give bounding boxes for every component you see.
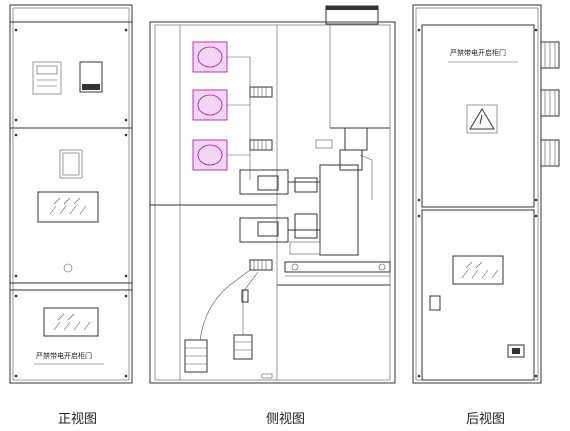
side-view [149, 5, 396, 384]
rear-view-label: 后视图 [466, 412, 506, 427]
rear-warning-text: 严禁带电开启柜门 [450, 48, 506, 57]
observation-window [37, 191, 99, 223]
relay-panel [79, 61, 103, 93]
observation-window-lower [43, 307, 99, 337]
observation-window-small [59, 149, 83, 179]
high-voltage-warning-icon [466, 104, 498, 134]
rear-view: 严禁带电开启柜门 [412, 4, 560, 384]
breaker-compartment [9, 127, 133, 284]
side-view-label: 侧视图 [266, 412, 306, 427]
circuit-breaker [239, 127, 373, 256]
withdrawable-truck [284, 241, 391, 277]
instrument-compartment [9, 21, 133, 129]
meter-display [32, 61, 62, 95]
rear-bushings [540, 41, 560, 167]
front-view-label: 正视图 [58, 412, 98, 427]
cable-compartment [9, 289, 133, 384]
door-lock-icon [63, 263, 73, 273]
front-warning-text: 严禁带电开启柜门 [36, 351, 92, 360]
rear-upper-door [421, 24, 535, 208]
cable-termination [184, 269, 259, 373]
front-view: 严禁带电开启柜门 [9, 4, 133, 384]
rear-observation-window [452, 255, 504, 285]
rear-lock-icon [507, 344, 525, 358]
rear-lower-door [421, 209, 535, 381]
post-insulators [249, 86, 273, 271]
rear-latch [429, 295, 441, 311]
busbar-insulators [192, 41, 228, 171]
